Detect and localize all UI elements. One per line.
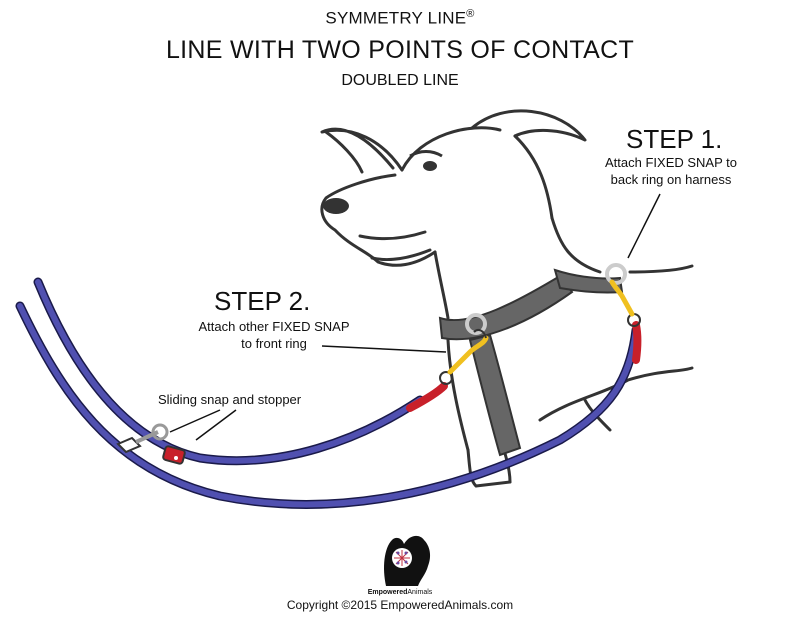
logo-brand-bold: Empowered — [367, 589, 408, 596]
leash-line — [15, 277, 642, 509]
dog-face-details — [323, 150, 443, 214]
stopper-icon — [162, 445, 186, 465]
brand-title: SYMMETRY LINE® — [0, 8, 800, 29]
fixed-snap-back-icon — [609, 279, 641, 327]
step1-line1: Attach FIXED SNAP to — [605, 155, 737, 170]
registered-mark: ® — [466, 8, 475, 20]
step1-line2: back ring on harness — [610, 172, 732, 187]
brand-line-text: SYMMETRY LINE — [325, 8, 467, 28]
logo-brand: EmpoweredAnimals — [0, 589, 800, 596]
step1-description: Attach FIXED SNAP to back ring on harnes… — [596, 154, 746, 188]
step2-line1: Attach other FIXED SNAP — [198, 319, 350, 334]
copyright-text: Copyright ©2015 EmpoweredAnimals.com — [286, 598, 514, 612]
sliding-snap-icon — [116, 423, 169, 454]
callout-lines — [169, 193, 661, 441]
step2-description: Attach other FIXED SNAP to front ring — [176, 318, 372, 352]
step2-line2: to front ring — [241, 336, 307, 351]
step2-heading: STEP 2. — [214, 286, 311, 316]
fixed-snap-front-icon — [439, 329, 489, 385]
harness — [438, 263, 627, 457]
front-ring-icon — [465, 313, 487, 335]
page-title: LINE WITH TWO POINTS OF CONTACT — [165, 36, 635, 64]
step1-heading: STEP 1. — [626, 124, 723, 154]
logo-brand-rest: Animals — [407, 589, 433, 596]
sliding-snap-label: Sliding snap and stopper — [158, 392, 302, 407]
dog-head-logo-icon — [384, 535, 431, 586]
back-ring-icon — [605, 263, 627, 285]
page-subtitle: DOUBLED LINE — [341, 72, 459, 89]
